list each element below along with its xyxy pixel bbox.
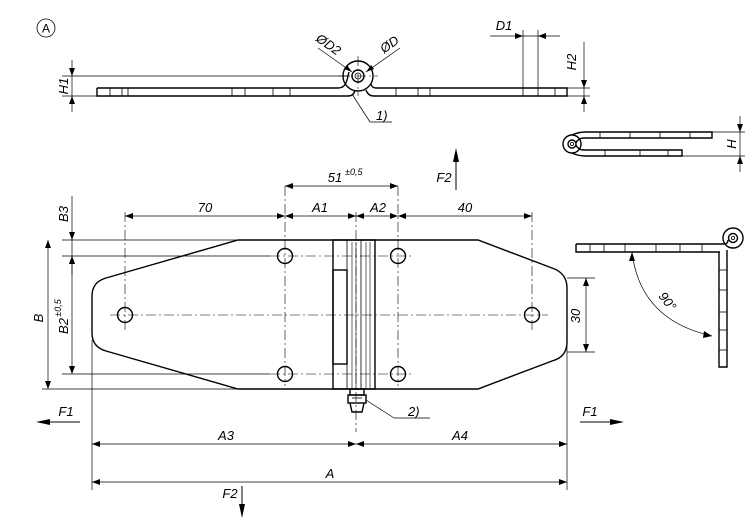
dim-d: ØD <box>376 33 401 57</box>
view-label-circle <box>36 18 56 38</box>
dim-70: 70 <box>198 200 213 215</box>
force-f1-left: F1 <box>58 404 73 419</box>
grease-nipple <box>349 388 365 396</box>
dim-a3: A3 <box>217 428 235 443</box>
force-f1-right: F1 <box>582 404 597 419</box>
view-label: A <box>42 22 50 36</box>
hinge-plan-view <box>91 186 568 432</box>
hinge-outline <box>91 239 568 390</box>
dim-b2: B2 <box>56 317 71 334</box>
dim-a: A <box>325 466 335 481</box>
side-view-folded: H <box>562 116 745 172</box>
dim-a2: A2 <box>369 200 387 215</box>
view-a: A H1 H2 <box>36 18 590 123</box>
dim-h: H <box>724 139 739 149</box>
dim-b2-tol: ±0,5 <box>53 298 63 316</box>
dim-h2: H2 <box>564 53 579 70</box>
dim-d1: D1 <box>496 18 513 33</box>
side-view-90deg: 90° <box>575 227 744 368</box>
left-leaf-side <box>96 71 356 97</box>
force-f2-top: F2 <box>436 170 452 185</box>
knuckle-strip <box>332 239 376 390</box>
dim-a4: A4 <box>451 428 468 443</box>
dim-51-tol: ±0,5 <box>345 167 363 177</box>
dim-d2: ØD2 <box>313 30 345 59</box>
plan-dimensions: 51 ±0,5 70 A1 A2 40 B3 B <box>31 167 595 490</box>
dim-b3: B3 <box>56 205 71 222</box>
rivet-marks <box>109 88 556 96</box>
dim-h1: H1 <box>56 78 71 95</box>
dim-30: 30 <box>568 308 583 323</box>
note-2: 2) <box>407 404 420 419</box>
dim-a1: A1 <box>311 200 328 215</box>
note-1: 1) <box>376 108 388 123</box>
dim-b: B <box>31 313 46 322</box>
force-f2-bottom: F2 <box>222 486 238 501</box>
dim-40: 40 <box>458 200 473 215</box>
dim-51: 51 <box>328 170 342 185</box>
right-leaf-side <box>365 83 568 97</box>
force-arrows: F2 F1 F1 F2 <box>36 148 624 518</box>
